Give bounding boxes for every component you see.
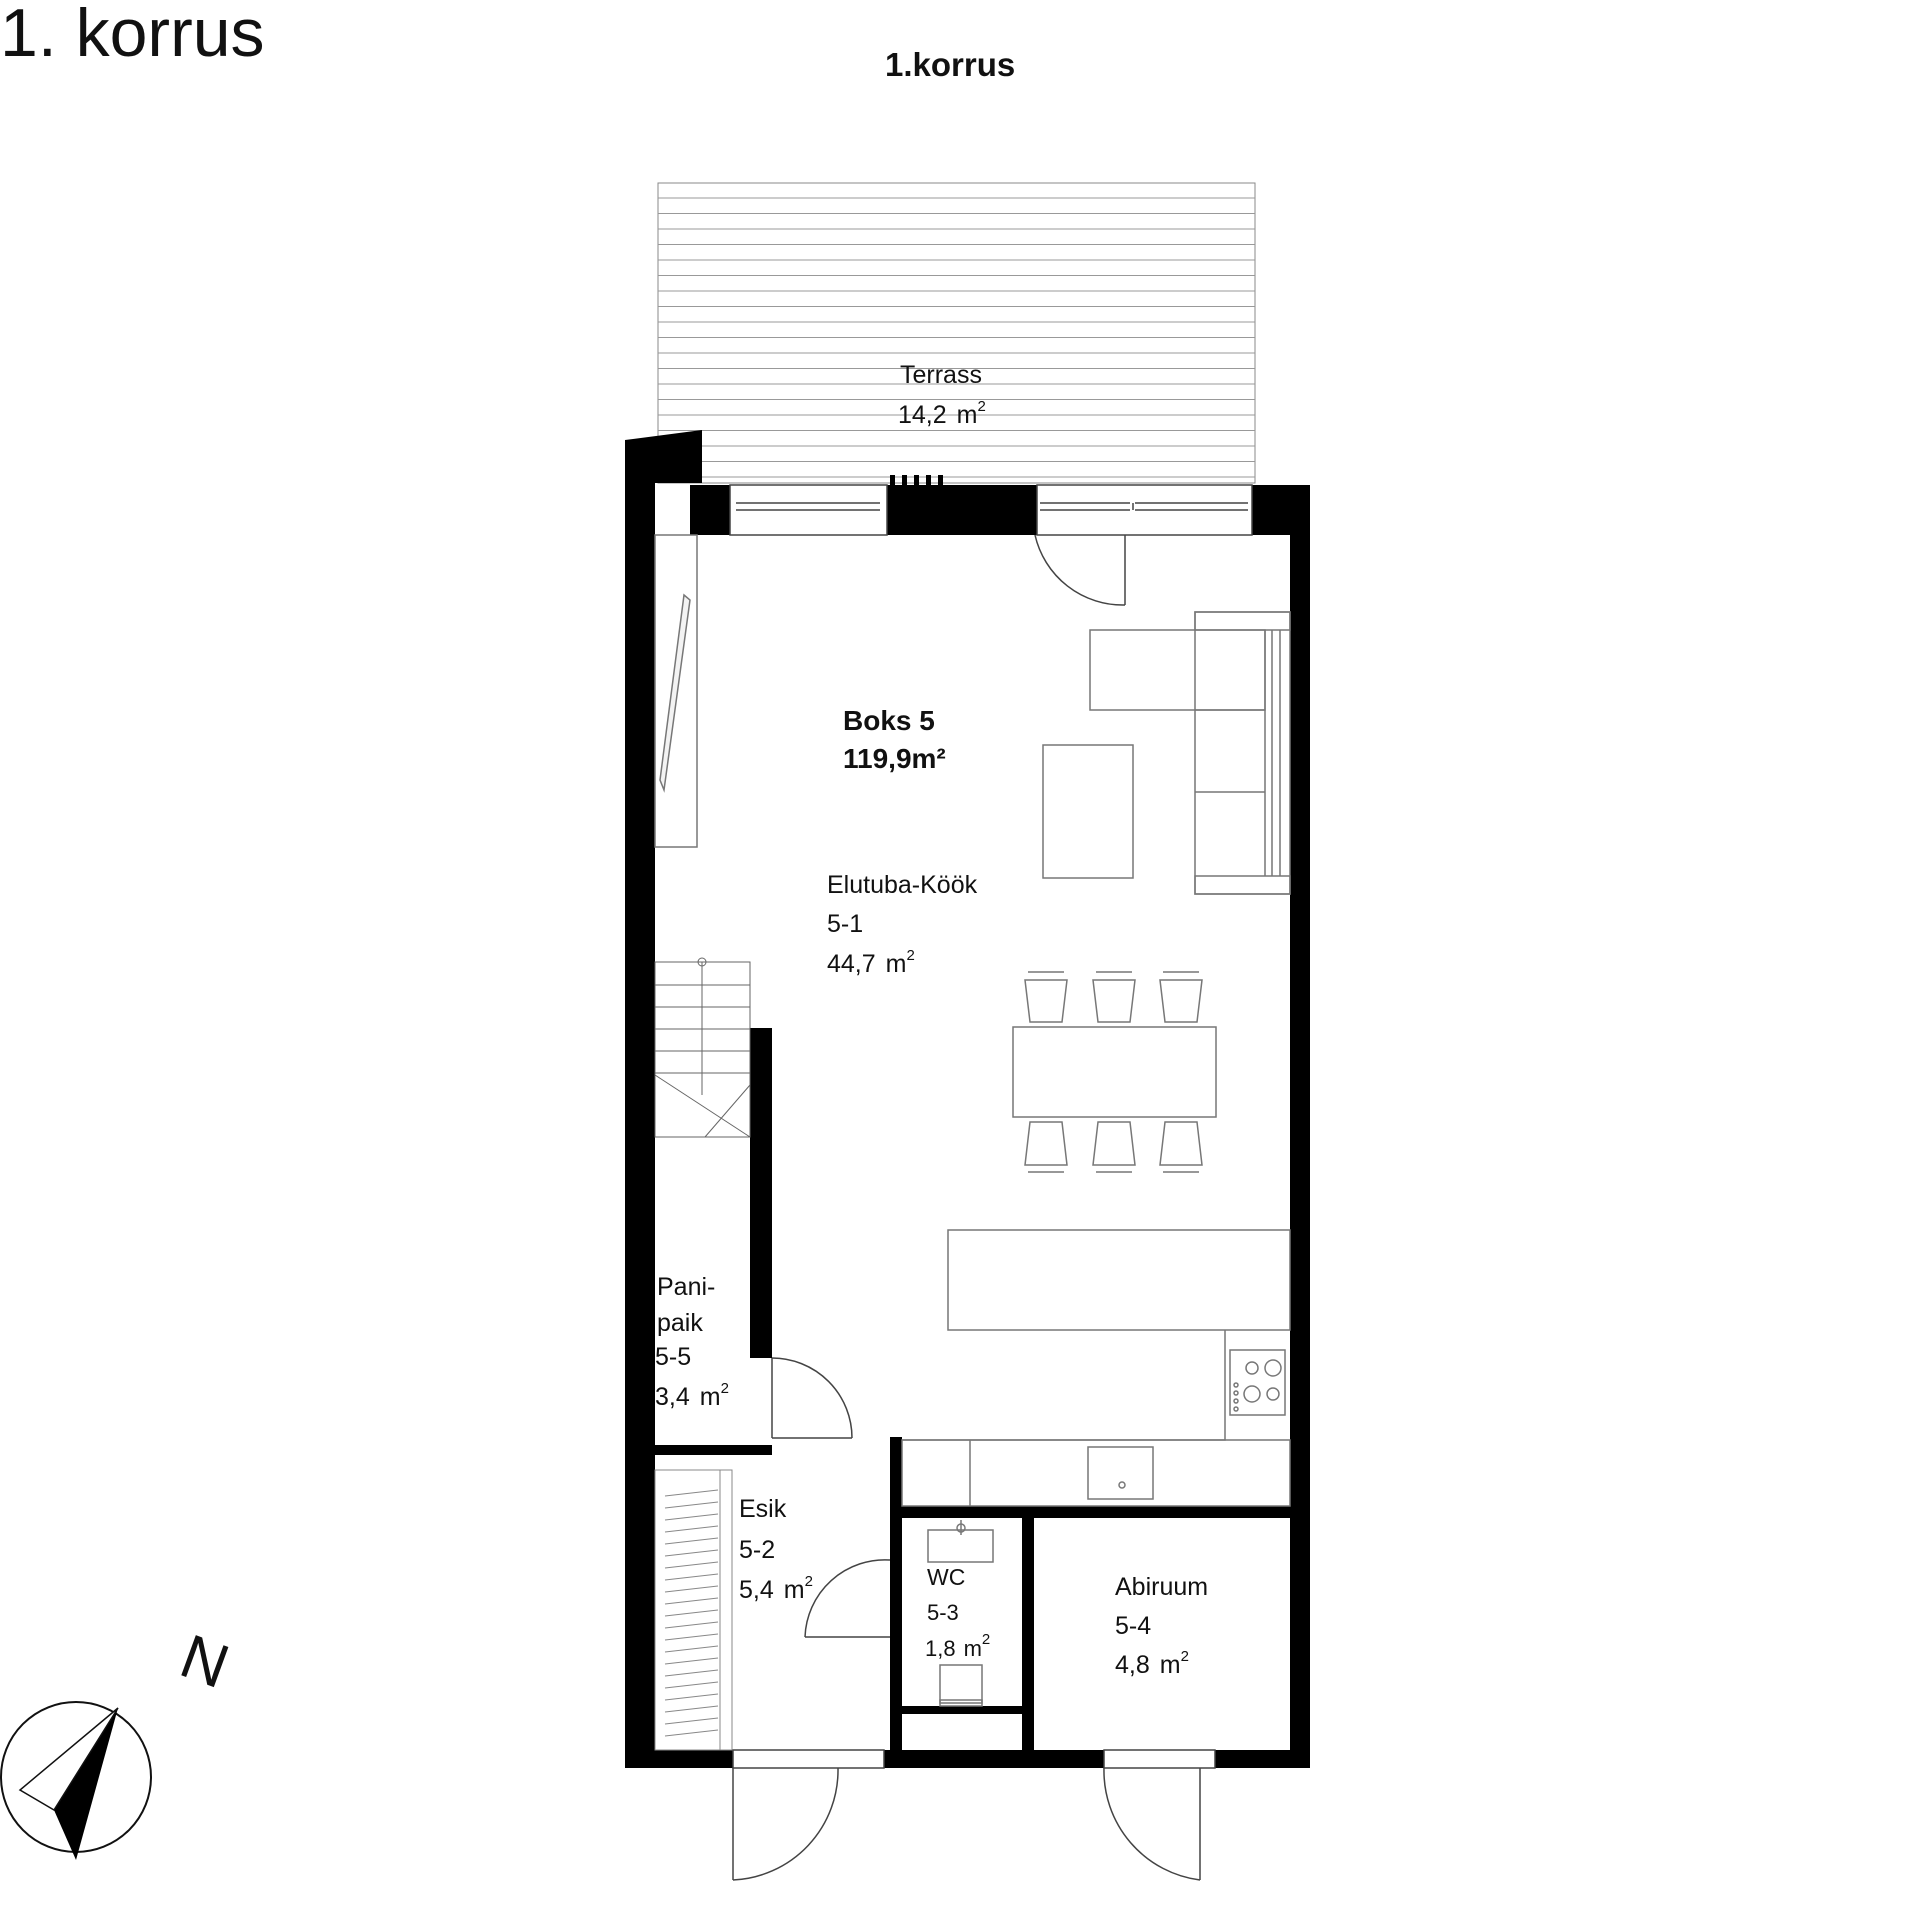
svg-text:3,4m2: 3,4 m2: [655, 1380, 729, 1411]
hall-name: Esik: [739, 1495, 787, 1523]
utility-unit: m: [1160, 1651, 1181, 1679]
wardrobe-hanger: [664, 1717, 719, 1725]
wardrobe-hanger: [664, 1561, 719, 1569]
hall-area: 5,4: [739, 1576, 774, 1604]
vent-slots: [890, 475, 943, 487]
living-name: Elutuba-Köök: [827, 871, 978, 899]
wardrobe: [654, 1469, 733, 1751]
wardrobe-hanger: [664, 1573, 719, 1581]
compass-rose: N: [0, 1622, 238, 1860]
terrace-name: Terrass: [900, 361, 982, 389]
svg-text:44,7m2: 44,7 m2: [827, 947, 915, 978]
utility-area: 4,8: [1115, 1651, 1150, 1679]
pantry-area: 3,4: [655, 1383, 690, 1411]
unit-area: 119,9m²: [843, 743, 946, 774]
pantry-name-2: paik: [657, 1309, 703, 1337]
dining-chair: [1024, 1121, 1068, 1166]
staircase: [654, 957, 751, 1138]
wc-unit: m: [964, 1636, 982, 1661]
dining-chair: [1024, 979, 1068, 1023]
pantry-unit: m: [700, 1383, 721, 1411]
utility-sup: 2: [1181, 1648, 1189, 1665]
exterior-walls: [625, 430, 1310, 1768]
wardrobe-hanger: [664, 1513, 719, 1521]
wardrobe-hanger: [664, 1549, 719, 1557]
doors: [732, 534, 1201, 1881]
wardrobe-hanger: [664, 1609, 719, 1617]
dining-chair: [1159, 979, 1203, 1023]
living-code: 5-1: [827, 910, 863, 938]
dining-chair: [1159, 1121, 1203, 1166]
pantry-code: 5-5: [655, 1343, 691, 1371]
wardrobe-hanger: [664, 1657, 719, 1665]
svg-text:4,8m2: 4,8 m2: [1115, 1648, 1189, 1679]
wardrobe-hanger: [664, 1537, 719, 1545]
interior-walls: [655, 1028, 1290, 1750]
terrace-area: 14,2: [898, 401, 947, 429]
wardrobe-hanger: [664, 1669, 719, 1677]
utility-code: 5-4: [1115, 1612, 1151, 1640]
wardrobe-hanger: [664, 1693, 719, 1701]
wc-sup: 2: [982, 1631, 990, 1648]
wc-code: 5-3: [927, 1600, 959, 1625]
wardrobe-hanger: [664, 1489, 719, 1497]
hall-unit: m: [784, 1576, 805, 1604]
wardrobe-hanger: [664, 1501, 719, 1509]
dining-chair: [1092, 979, 1136, 1023]
hall-sup: 2: [805, 1573, 813, 1590]
compass-north-label: N: [172, 1622, 238, 1702]
compass-needle-icon: [54, 1708, 118, 1860]
wardrobe-hanger: [664, 1585, 719, 1593]
wc-name: WC: [927, 1564, 965, 1590]
top-windows: [729, 484, 1253, 536]
unit-name: Boks 5: [843, 705, 935, 736]
bottom-frames: [732, 1749, 1216, 1769]
pantry-name-1: Pani-: [657, 1273, 715, 1301]
wc-area: 1,8: [925, 1636, 956, 1661]
svg-text:5,4m2: 5,4 m2: [739, 1573, 813, 1604]
living-furniture: [654, 534, 1291, 1507]
hall-code: 5-2: [739, 1536, 775, 1564]
wardrobe-hanger: [664, 1621, 719, 1629]
svg-text:14,2m2: 14,2 m2: [898, 398, 986, 429]
wardrobe-hanger: [664, 1645, 719, 1653]
terrace-sup: 2: [978, 398, 986, 415]
wardrobe-hanger: [664, 1705, 719, 1713]
wardrobe-hanger: [664, 1597, 719, 1605]
wardrobe-hanger: [664, 1525, 719, 1533]
wardrobe-hanger: [664, 1729, 719, 1737]
wardrobe-hanger: [664, 1633, 719, 1641]
pantry-sup: 2: [721, 1380, 729, 1397]
page-title: 1. korrus: [0, 0, 265, 71]
terrace-unit: m: [957, 401, 978, 429]
wc-fixtures: [927, 1520, 994, 1707]
plan-subtitle: 1.korrus: [885, 46, 1015, 83]
terrace-decking: [657, 182, 1256, 484]
living-area: 44,7: [827, 950, 876, 978]
svg-text:1,8m2: 1,8 m2: [925, 1631, 990, 1661]
utility-name: Abiruum: [1115, 1573, 1208, 1601]
dining-chair: [1092, 1121, 1136, 1166]
living-unit: m: [886, 950, 907, 978]
living-sup: 2: [907, 947, 915, 964]
wardrobe-hanger: [664, 1681, 719, 1689]
